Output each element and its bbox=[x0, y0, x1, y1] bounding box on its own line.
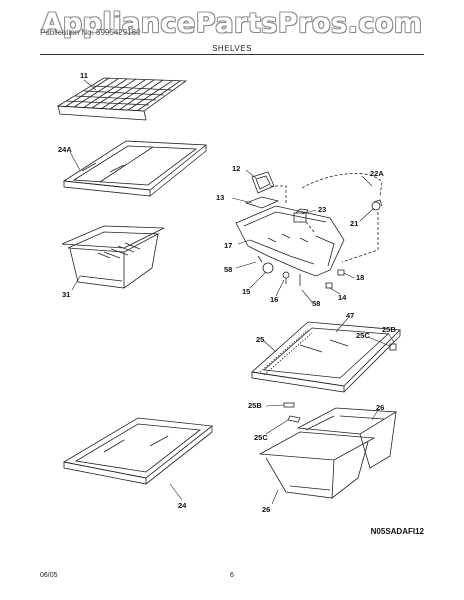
crisper-pan-31 bbox=[61, 225, 165, 289]
callout-11: 11 bbox=[80, 71, 88, 80]
callout-25c-top: 25C bbox=[356, 331, 370, 340]
callout-47: 47 bbox=[346, 311, 354, 320]
callout-31: 31 bbox=[62, 290, 70, 299]
callout-25b-bottom: 25B bbox=[248, 401, 262, 410]
callout-14: 14 bbox=[338, 293, 347, 302]
drawing-reference-code: N05SADAFI12 bbox=[370, 527, 424, 536]
callout-58-right: 58 bbox=[312, 299, 320, 308]
callout-25b-top: 25B bbox=[382, 325, 396, 334]
callout-18: 18 bbox=[356, 273, 364, 282]
callout-24: 24 bbox=[178, 501, 187, 510]
callout-21: 21 bbox=[350, 219, 358, 228]
callout-25: 25 bbox=[256, 335, 264, 344]
crisper-drawers-26 bbox=[258, 407, 398, 499]
glass-shelf-24a bbox=[62, 140, 208, 197]
callout-24a: 24A bbox=[58, 145, 72, 154]
callout-26-left: 26 bbox=[262, 505, 270, 514]
section-title: SHELVES bbox=[212, 44, 252, 53]
watermark: AppliancePartsPros.com bbox=[41, 8, 423, 39]
publication-title: Publication No: 5995429180 bbox=[40, 28, 141, 37]
callout-12: 12 bbox=[232, 164, 240, 173]
glass-shelf-24 bbox=[62, 417, 214, 485]
callout-26-right: 26 bbox=[376, 403, 384, 412]
footer-page-number: 6 bbox=[230, 572, 234, 579]
glass-shelf-47 bbox=[251, 321, 401, 423]
callout-15: 15 bbox=[242, 287, 250, 296]
leader-lines bbox=[69, 79, 395, 505]
callout-25c-bottom: 25C bbox=[254, 433, 268, 442]
header-rule bbox=[40, 54, 424, 55]
callout-22a: 22A bbox=[370, 169, 384, 178]
callout-17: 17 bbox=[224, 241, 232, 250]
callout-23: 23 bbox=[318, 205, 326, 214]
callout-58-left: 58 bbox=[224, 265, 232, 274]
footer-date: 06/05 bbox=[40, 572, 58, 579]
control-housing-assembly bbox=[235, 171, 383, 289]
wire-shelf bbox=[56, 77, 188, 121]
callout-16: 16 bbox=[270, 295, 278, 304]
callout-13: 13 bbox=[216, 193, 224, 202]
